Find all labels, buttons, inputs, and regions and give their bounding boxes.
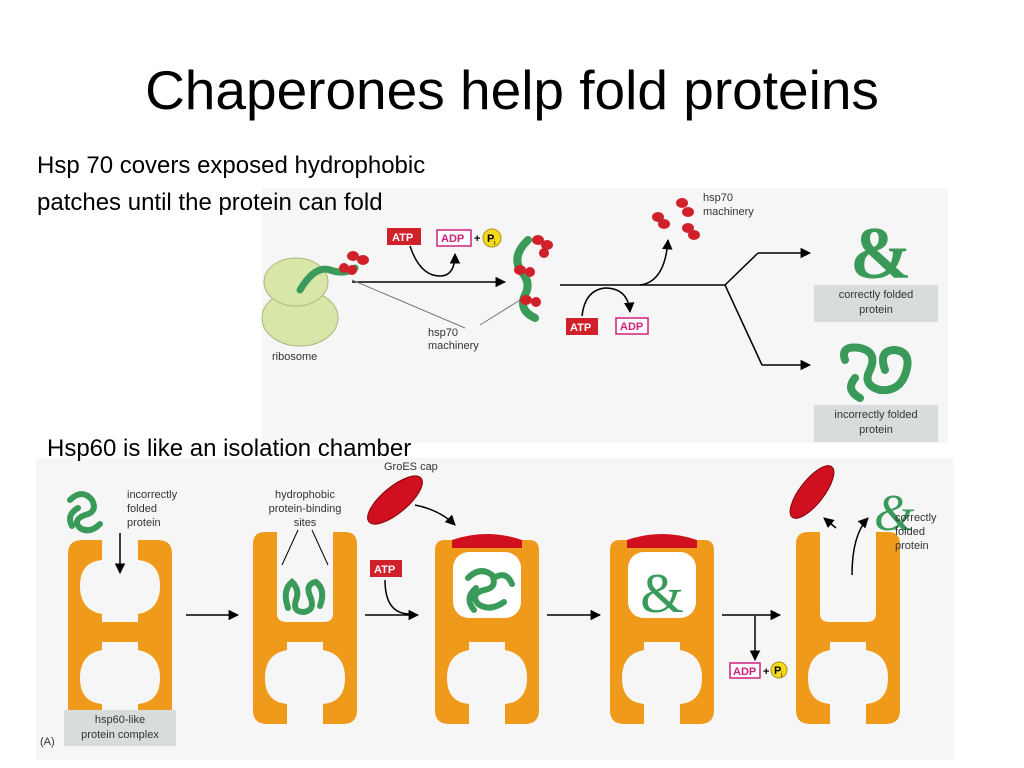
pointer-line-1 <box>351 279 466 329</box>
atp-label-top-2: ATP <box>570 322 591 334</box>
atp-box-top-2 <box>566 318 598 335</box>
incorrect-label-bottom-2: folded <box>127 503 157 515</box>
correct-label-box-top <box>814 285 938 322</box>
bullet-hsp70: Hsp 70 covers exposed hydrophobic patche… <box>37 152 426 217</box>
groes-cap-free <box>367 475 423 525</box>
arrow-hsp70-release <box>639 238 673 286</box>
slide-title: Chaperones help fold proteins <box>145 59 879 121</box>
adp-label-bottom: ADP <box>733 666 756 678</box>
arrow-atp-in <box>384 579 411 615</box>
plus-top: + <box>474 233 480 245</box>
hydro-label-3: sites <box>294 517 317 529</box>
folded-protein-stage-4: & <box>640 563 684 625</box>
pi-circle-bottom <box>770 661 788 679</box>
groes-cap-4 <box>627 534 697 548</box>
branch-down <box>724 284 763 366</box>
hydro-label-1: hydrophobic <box>275 489 335 501</box>
complex-label-2: protein complex <box>81 729 159 741</box>
bound-protein-stage-2 <box>282 577 326 616</box>
correct-label-top-2: protein <box>859 304 893 316</box>
hydro-pointer-2 <box>311 529 329 566</box>
released-hsp70 <box>652 198 700 240</box>
hsp70-bound-ribosome <box>339 251 369 275</box>
groes-label: GroES cap <box>384 461 438 473</box>
atp-label-bottom: ATP <box>374 564 395 576</box>
correct-label-top-1: correctly folded <box>839 289 914 301</box>
hsp70-label-a: hsp70 <box>428 327 458 339</box>
bullet-hsp60: Hsp60 is like an isolation chamber <box>47 435 412 462</box>
pi-sub-top: i <box>494 240 496 247</box>
pi-label-top: P <box>487 233 494 245</box>
groes-cap-3 <box>452 534 522 548</box>
machinery-label-b: machinery <box>703 206 754 218</box>
incorrect-label-top-1: incorrectly folded <box>834 409 917 421</box>
ribosome-label: ribosome <box>272 351 317 363</box>
incorrect-label-box-top <box>814 405 938 442</box>
pi-sub-bottom: i <box>781 672 783 679</box>
pi-circle-top <box>482 228 502 248</box>
bottom-figure: incorrectly folded protein hsp60-like pr… <box>36 458 954 760</box>
incorrect-label-top-2: protein <box>859 424 893 436</box>
correctly-folded-protein-top: & <box>850 213 912 295</box>
plus-bottom: + <box>763 666 769 678</box>
ribosome-shape <box>261 257 339 347</box>
adp-label-top: ADP <box>441 233 464 245</box>
atp-label-top: ATP <box>392 232 413 244</box>
machinery-label-a: machinery <box>428 340 479 352</box>
correct-label-bottom-1: correctly <box>895 512 937 524</box>
protein-folding-stage-3 <box>465 568 515 613</box>
pointer-line-2 <box>479 299 521 326</box>
atp-box-top <box>387 228 421 245</box>
hsp70-label-b: hsp70 <box>703 192 733 204</box>
complex-label-1: hsp60-like <box>95 714 145 726</box>
atp-box-bottom <box>370 560 402 577</box>
arrow-atp-hydrolysis-top-2 <box>581 287 635 317</box>
complex-label-box <box>64 710 176 746</box>
adp-box-top-2 <box>615 317 649 335</box>
correct-label-bottom-2: folded <box>895 526 925 538</box>
incorrect-protein-bottom <box>67 491 103 534</box>
arrow-protein-release <box>851 517 869 576</box>
correct-label-bottom-3: protein <box>895 540 929 552</box>
protein-with-hsp70 <box>513 236 539 322</box>
panel-label: (A) <box>40 736 55 748</box>
folded-protein-released: & <box>874 485 915 542</box>
arrow-cap-release <box>823 517 837 529</box>
incorrect-label-bottom-3: protein <box>127 517 161 529</box>
arrow-groes-bind <box>414 504 456 526</box>
hsp70-bound-protein <box>514 235 553 307</box>
groes-cap-released <box>789 465 835 519</box>
top-figure: ribosome ATP ADP + P i hsp70 machinery <box>261 188 948 443</box>
pi-label-bottom: P <box>774 665 781 677</box>
hydro-pointer-1 <box>281 529 299 566</box>
adp-box-bottom <box>729 662 761 679</box>
adp-label-top-2: ADP <box>620 321 643 333</box>
incorrectly-folded-protein-top <box>840 343 912 402</box>
branch-up <box>724 252 759 286</box>
incorrect-label-bottom-1: incorrectly <box>127 489 178 501</box>
hydro-label-2: protein-binding <box>269 503 342 515</box>
adp-box-top <box>436 229 472 247</box>
arrow-atp-hydrolysis-top <box>409 245 461 277</box>
